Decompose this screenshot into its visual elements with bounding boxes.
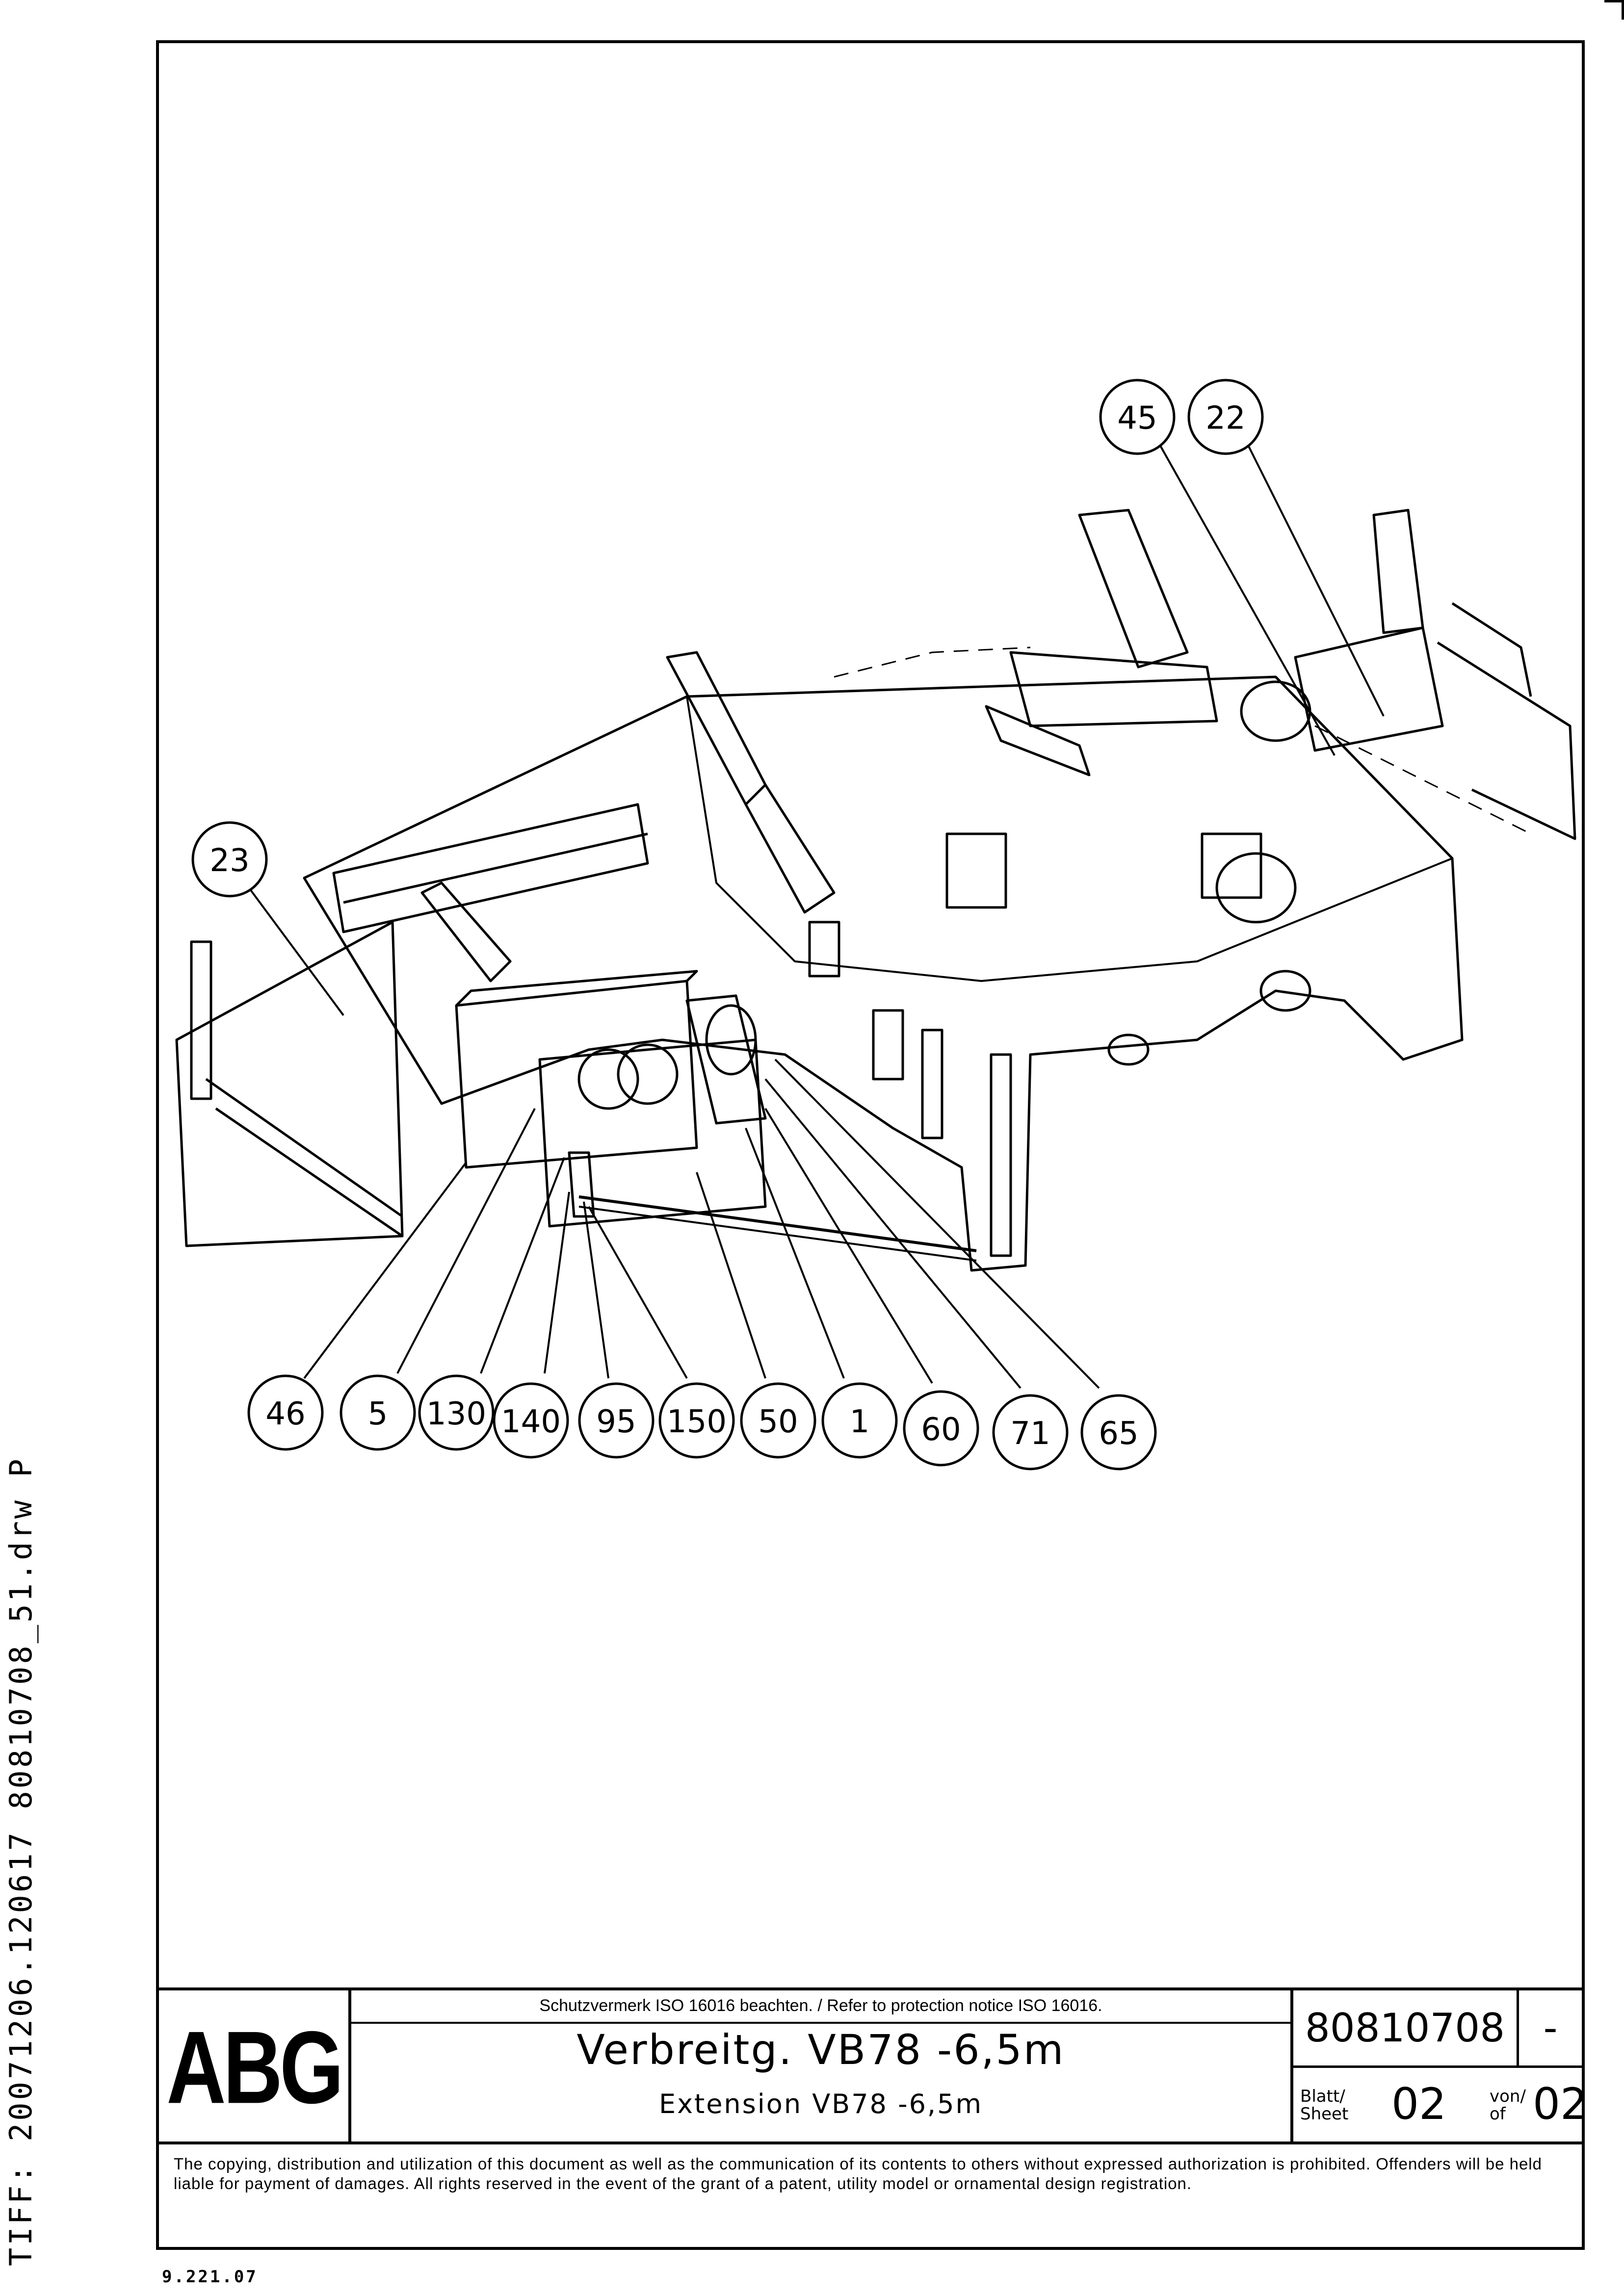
svg-text:150: 150 bbox=[667, 1404, 727, 1440]
title-block-grid: ABG Schutzvermerk ISO 16016 beachten. / … bbox=[159, 1987, 1588, 2144]
of-label-de: von/ bbox=[1490, 2087, 1526, 2106]
callout-71: 71 bbox=[992, 1394, 1069, 1470]
svg-text:45: 45 bbox=[1117, 400, 1157, 437]
callout-65: 65 bbox=[1080, 1394, 1157, 1470]
svg-text:1: 1 bbox=[850, 1404, 870, 1440]
of-label-en: of bbox=[1490, 2104, 1506, 2124]
company-logo: ABG bbox=[166, 2009, 343, 2125]
sheet-label: Blatt/ Sheet bbox=[1300, 2088, 1348, 2123]
sheet-label-de: Blatt/ bbox=[1300, 2087, 1345, 2106]
callout-60: 60 bbox=[903, 1390, 979, 1467]
copyright-notice: The copying, distribution and utilizatio… bbox=[174, 2155, 1542, 2193]
callout-150: 150 bbox=[658, 1382, 735, 1459]
title-block: ABG Schutzvermerk ISO 16016 beachten. / … bbox=[159, 1987, 1588, 2247]
svg-text:71: 71 bbox=[1010, 1416, 1050, 1452]
title-english: Extension VB78 -6,5m bbox=[658, 2089, 983, 2119]
svg-text:130: 130 bbox=[426, 1396, 486, 1432]
svg-text:50: 50 bbox=[758, 1404, 798, 1440]
svg-text:22: 22 bbox=[1205, 400, 1245, 437]
svg-text:95: 95 bbox=[596, 1404, 636, 1440]
svg-text:46: 46 bbox=[265, 1396, 305, 1432]
svg-text:65: 65 bbox=[1099, 1416, 1138, 1452]
svg-text:60: 60 bbox=[921, 1412, 961, 1448]
callout-140: 140 bbox=[493, 1382, 569, 1459]
callout-23: 23 bbox=[191, 821, 268, 898]
callout-1: 1 bbox=[821, 1382, 898, 1459]
of-label: von/ of bbox=[1490, 2088, 1526, 2123]
sheet-label-en: Sheet bbox=[1300, 2104, 1349, 2124]
svg-text:23: 23 bbox=[210, 843, 249, 879]
callout-130: 130 bbox=[418, 1374, 495, 1451]
callout-50: 50 bbox=[740, 1382, 816, 1459]
callout-balloons: 45 22 23 46 5 130 140 95 bbox=[191, 379, 1264, 1470]
sheet-row: Blatt/ Sheet 02 von/ of 02 bbox=[1293, 2068, 1588, 2144]
logo-cell: ABG bbox=[159, 1990, 351, 2144]
svg-text:140: 140 bbox=[501, 1404, 561, 1440]
callout-46: 46 bbox=[247, 1374, 324, 1451]
title-german: Verbreitg. VB78 -6,5m bbox=[576, 2026, 1065, 2074]
machine-frame-sketch bbox=[175, 509, 1576, 1272]
total-sheets: 02 bbox=[1533, 2079, 1588, 2129]
callout-95: 95 bbox=[578, 1382, 655, 1459]
leader-lines bbox=[244, 441, 1385, 1389]
corner-mark bbox=[1604, 0, 1624, 20]
drawing-frame bbox=[156, 40, 1585, 2250]
callout-45: 45 bbox=[1099, 379, 1176, 455]
callout-22: 22 bbox=[1187, 379, 1264, 455]
svg-text:5: 5 bbox=[368, 1396, 388, 1432]
title-cell: Schutzvermerk ISO 16016 beachten. / Refe… bbox=[351, 1990, 1293, 2144]
callout-5: 5 bbox=[340, 1374, 416, 1451]
protection-notice: Schutzvermerk ISO 16016 beachten. / Refe… bbox=[351, 1990, 1290, 2024]
revision: - bbox=[1543, 2005, 1558, 2051]
doc-info-cell: 80810708 - Blatt/ Sheet 02 von/ of 02 bbox=[1293, 1990, 1588, 2144]
form-code: 9.221.07 bbox=[162, 2267, 258, 2287]
sheet-number: 02 bbox=[1391, 2079, 1446, 2129]
doc-number-row: 80810708 - bbox=[1293, 1990, 1582, 2068]
document-number: 80810708 bbox=[1293, 1990, 1519, 2065]
